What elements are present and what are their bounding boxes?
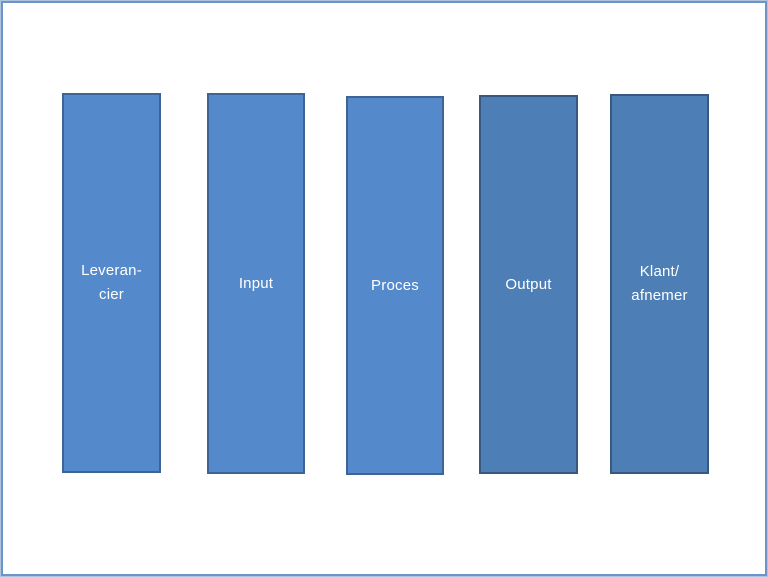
column-label-klant-afnemer: Klant/ afnemer [631,263,688,304]
sipoc-column-proces: Proces [346,96,444,475]
sipoc-column-klant-afnemer: Klant/ afnemer [610,94,709,474]
sipoc-column-output: Output [479,95,578,474]
column-label-output: Output [505,275,552,293]
sipoc-column-leverancier: Leveran- cier [62,93,161,473]
column-label-leverancier: Leveran- cier [81,262,142,303]
column-label-proces: Proces [371,276,419,294]
sipoc-column-input: Input [207,93,305,474]
column-label-input: Input [238,274,274,292]
